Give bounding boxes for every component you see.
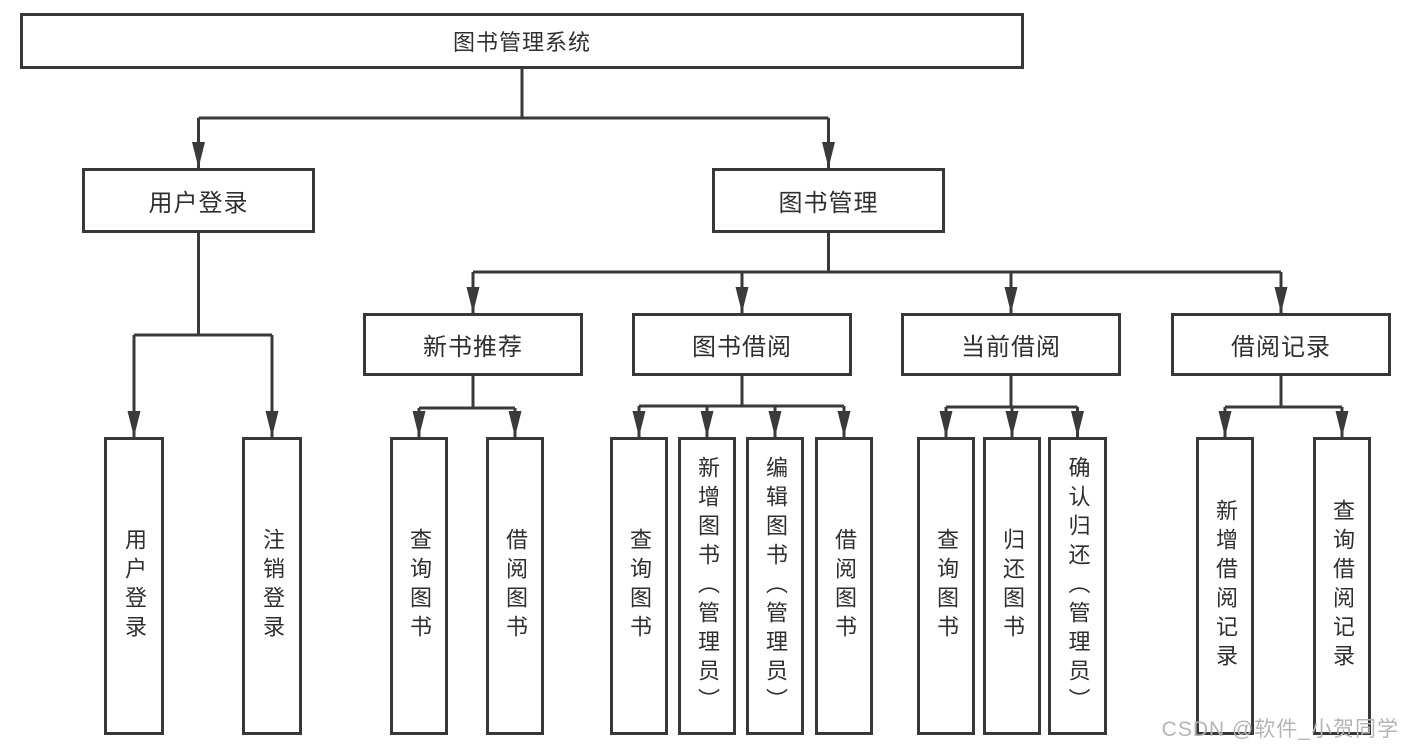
arrowhead <box>822 142 835 168</box>
arrowhead <box>1005 411 1019 437</box>
leaf-query-books-borrowing: 查询图书 <box>610 437 668 735</box>
watermark: CSDN @软件_小贺同学 <box>1161 718 1399 741</box>
leaf-logout: 注销登录 <box>242 437 302 735</box>
arrowhead <box>466 287 480 313</box>
arrowhead <box>768 411 782 437</box>
leaf-edit-books-admin: 编辑图书（管理员） <box>746 437 804 735</box>
leaf-query-books-recommend: 查询图书 <box>390 437 448 735</box>
arrowhead <box>192 142 205 168</box>
arrowhead <box>735 287 749 313</box>
node-borrowing-records: 借阅记录 <box>1171 313 1391 376</box>
node-book-management-system: 图书管理系统 <box>20 13 1024 69</box>
leaf-return-books: 归还图书 <box>983 437 1041 735</box>
node-book-borrowing: 图书借阅 <box>632 313 852 376</box>
node-current-borrowing: 当前借阅 <box>901 313 1121 376</box>
arrowhead <box>508 411 522 437</box>
arrowhead <box>1071 411 1084 437</box>
leaf-query-borrow-record: 查询借阅记录 <box>1313 437 1371 735</box>
arrowhead <box>700 411 714 437</box>
arrowheads <box>127 142 1349 437</box>
leaf-confirm-return-admin: 确认归还（管理员） <box>1048 437 1107 735</box>
arrowhead <box>1274 287 1288 313</box>
arrowhead <box>1218 411 1232 437</box>
arrowhead <box>265 411 279 437</box>
leaf-add-books-admin: 新增图书（管理员） <box>678 437 736 735</box>
leaf-borrow-books-recommend: 借阅图书 <box>486 437 544 735</box>
arrowhead <box>412 411 426 437</box>
arrowhead <box>632 411 646 437</box>
arrowhead <box>127 411 141 437</box>
arrowhead <box>939 411 953 437</box>
node-book-management: 图书管理 <box>712 168 945 233</box>
arrowhead <box>1004 287 1018 313</box>
leaf-borrow-books-borrowing: 借阅图书 <box>815 437 873 735</box>
node-user-login-group: 用户登录 <box>82 168 315 233</box>
connector-lines <box>132 69 1344 437</box>
leaf-query-books-current: 查询图书 <box>917 437 975 735</box>
arrowhead <box>837 411 851 437</box>
leaf-add-borrow-record: 新增借阅记录 <box>1196 437 1254 735</box>
arrowhead <box>1335 411 1349 437</box>
node-new-book-recommend: 新书推荐 <box>363 313 583 376</box>
leaf-user-login: 用户登录 <box>104 437 164 735</box>
